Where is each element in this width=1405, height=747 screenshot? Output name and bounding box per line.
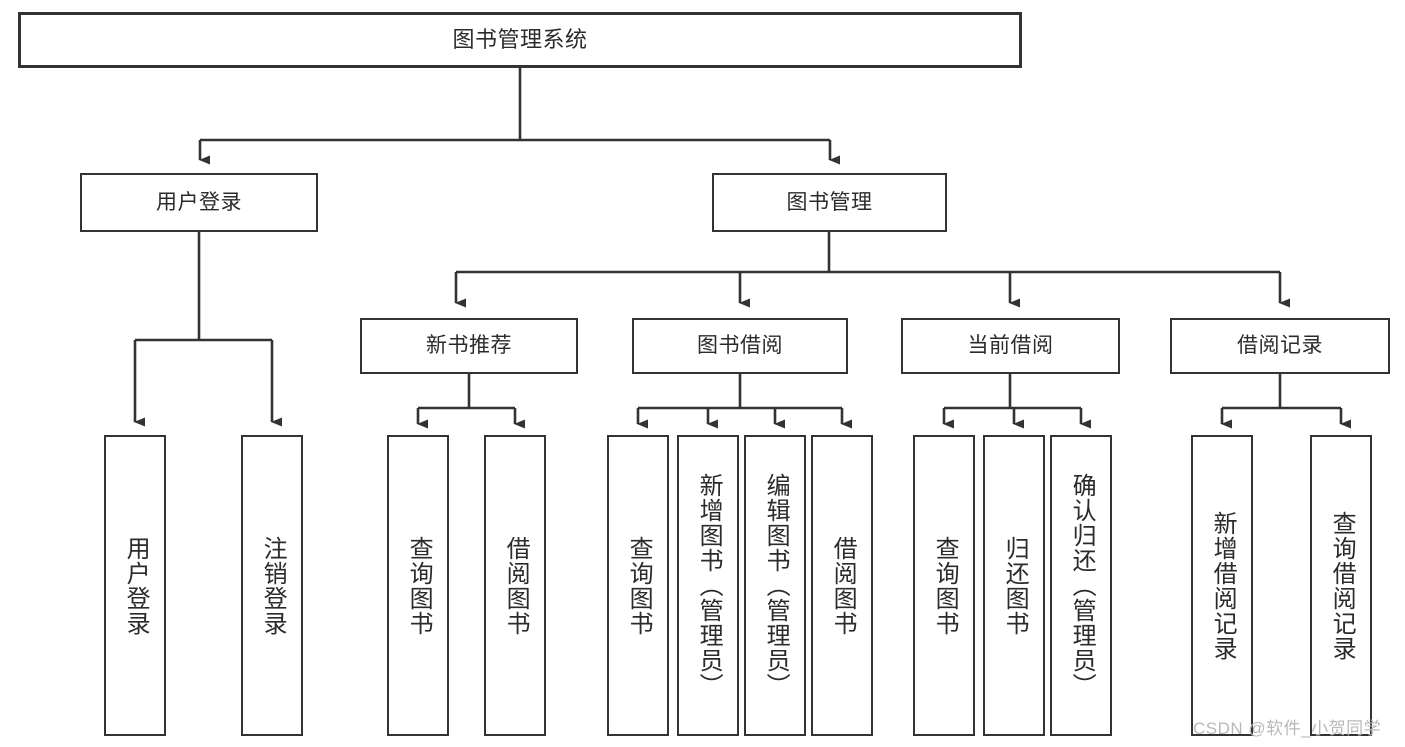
leaf-logout[interactable]: 注销登录 xyxy=(241,435,303,736)
node-book-borrow-label: 图书借阅 xyxy=(697,334,783,358)
leaf-query-book-2-label: 查询图书 xyxy=(625,535,653,636)
leaf-add-book-label: 新增图书（管理员） xyxy=(695,473,723,698)
leaf-query-book-3-label: 查询图书 xyxy=(931,535,959,636)
leaf-logout-label: 注销登录 xyxy=(259,535,287,636)
leaf-add-book[interactable]: 新增图书（管理员） xyxy=(677,435,739,736)
node-book-borrow[interactable]: 图书借阅 xyxy=(632,318,848,374)
leaf-query-record-label: 查询借阅记录 xyxy=(1328,510,1356,661)
leaf-query-record[interactable]: 查询借阅记录 xyxy=(1310,435,1372,736)
leaf-edit-book[interactable]: 编辑图书（管理员） xyxy=(744,435,806,736)
leaf-borrow-book-1[interactable]: 借阅图书 xyxy=(484,435,546,736)
leaf-user-login[interactable]: 用户登录 xyxy=(104,435,166,736)
node-new-book-rec-label: 新书推荐 xyxy=(426,334,512,358)
node-user-login-label: 用户登录 xyxy=(156,190,242,214)
leaf-edit-book-label: 编辑图书（管理员） xyxy=(762,473,790,698)
leaf-query-book-1-label: 查询图书 xyxy=(405,535,433,636)
leaf-borrow-book-1-label: 借阅图书 xyxy=(502,535,530,636)
leaf-query-book-2[interactable]: 查询图书 xyxy=(607,435,669,736)
leaf-query-book-1[interactable]: 查询图书 xyxy=(387,435,449,736)
leaf-add-record[interactable]: 新增借阅记录 xyxy=(1191,435,1253,736)
node-borrow-record[interactable]: 借阅记录 xyxy=(1170,318,1390,374)
node-book-manage-label: 图书管理 xyxy=(786,190,873,214)
node-borrow-record-label: 借阅记录 xyxy=(1237,334,1323,358)
watermark-text: CSDN @软件_小贺同学 xyxy=(1193,719,1382,738)
node-user-login[interactable]: 用户登录 xyxy=(80,173,318,232)
leaf-borrow-book-2[interactable]: 借阅图书 xyxy=(811,435,873,736)
leaf-add-record-label: 新增借阅记录 xyxy=(1209,510,1237,661)
leaf-return-book[interactable]: 归还图书 xyxy=(983,435,1045,736)
leaf-confirm-return-label: 确认归还（管理员） xyxy=(1068,473,1096,698)
node-current-borrow[interactable]: 当前借阅 xyxy=(901,318,1120,374)
node-new-book-rec[interactable]: 新书推荐 xyxy=(360,318,578,374)
leaf-confirm-return[interactable]: 确认归还（管理员） xyxy=(1050,435,1112,736)
leaf-return-book-label: 归还图书 xyxy=(1001,535,1029,636)
node-root[interactable]: 图书管理系统 xyxy=(18,12,1022,68)
leaf-borrow-book-2-label: 借阅图书 xyxy=(829,535,857,636)
node-root-label: 图书管理系统 xyxy=(452,26,588,52)
node-book-manage[interactable]: 图书管理 xyxy=(712,173,947,232)
leaf-user-login-label: 用户登录 xyxy=(122,535,150,636)
node-current-borrow-label: 当前借阅 xyxy=(967,334,1054,358)
leaf-query-book-3[interactable]: 查询图书 xyxy=(913,435,975,736)
